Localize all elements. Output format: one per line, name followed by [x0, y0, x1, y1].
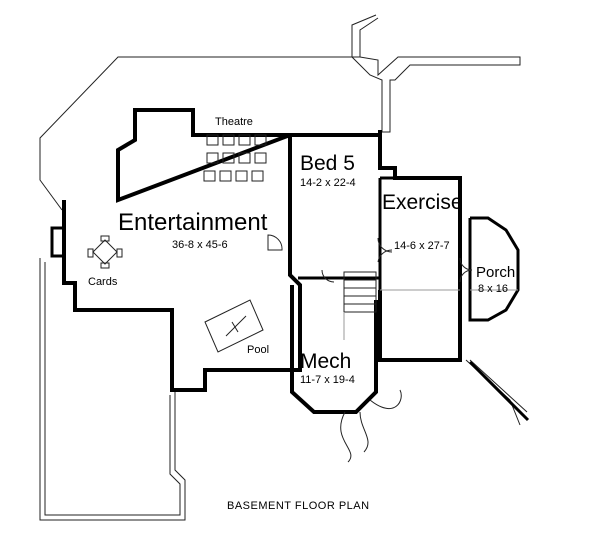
stairs [343, 271, 377, 313]
exercise-label: Exercise [382, 191, 463, 214]
upper-floor-outline [39, 14, 521, 211]
entertainment-size: 36-8 x 45-6 [172, 239, 228, 251]
plan-caption: BASEMENT FLOOR PLAN [227, 500, 370, 512]
pool-table-icon [204, 299, 264, 353]
mech-label: Mech [300, 350, 351, 373]
mech-size: 11-7 x 19-4 [300, 374, 355, 386]
porch-label: Porch [476, 264, 515, 281]
pool-label: Pool [247, 344, 269, 356]
entertainment-label: Entertainment [118, 209, 268, 236]
mech-room-wall [290, 285, 378, 414]
exercise-size: 14-6 x 27-7 [394, 240, 450, 252]
theatre-label: Theatre [215, 116, 253, 128]
card-table-icon [87, 235, 123, 269]
theatre-seating [203, 134, 267, 182]
porch-size: 8 x 16 [478, 283, 508, 295]
bed5-size: 14-2 x 22-4 [300, 177, 356, 189]
bed5-label: Bed 5 [300, 152, 355, 175]
left-stub [50, 226, 66, 258]
cards-label: Cards [88, 276, 118, 288]
